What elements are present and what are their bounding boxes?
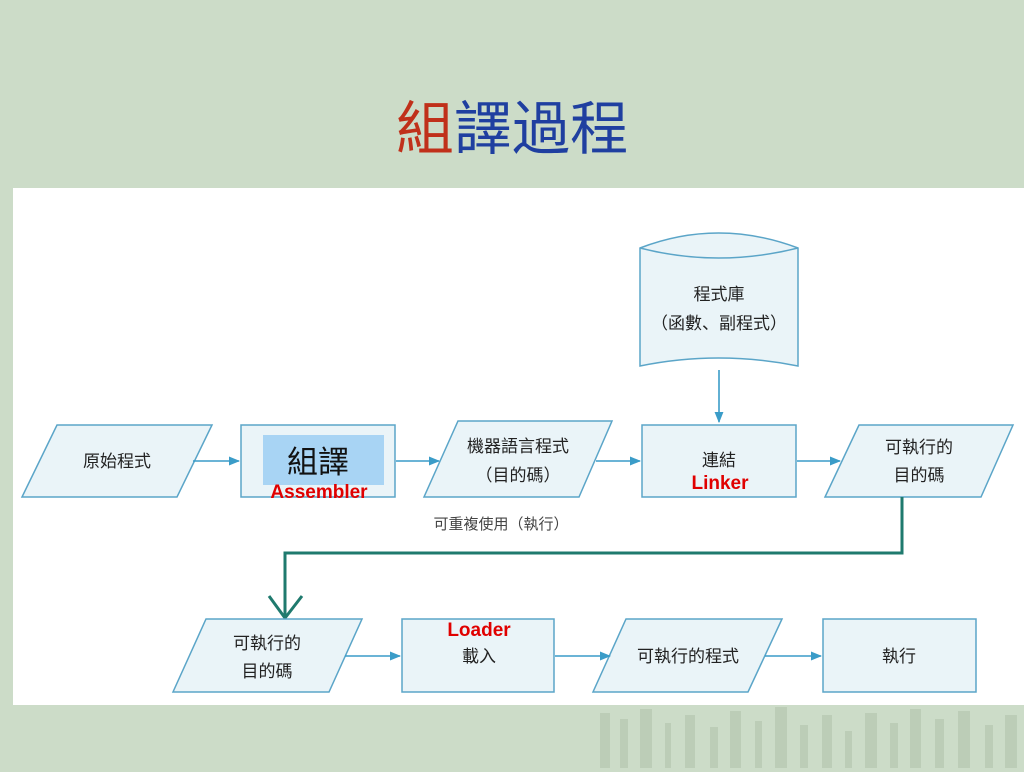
- connector-arrowhead: [267, 595, 304, 621]
- assembler-label-en: Assembler: [270, 482, 368, 503]
- assembler-label-zh: 組譯: [287, 445, 349, 481]
- loader-node: Loader 載入: [401, 618, 555, 693]
- assembler-highlight: [263, 435, 384, 485]
- executable-object-label-line2: 目的碼: [894, 466, 945, 486]
- flow-diagram: 程式庫 （函數、副程式） 原始程式 組譯 Assembler 機器語言程式 （目…: [20, 232, 1015, 693]
- object-code-label-line1: 機器語言程式: [467, 437, 569, 457]
- source-program-node: 原始程式: [20, 424, 214, 498]
- library-node: 程式庫 （函數、副程式）: [639, 232, 799, 367]
- diagram-panel: 程式庫 （函數、副程式） 原始程式 組譯 Assembler 機器語言程式 （目…: [13, 188, 1024, 705]
- title-part-1: 組: [395, 94, 454, 163]
- executable-object-node: 可執行的 目的碼: [823, 424, 1015, 498]
- library-label-line2: （函數、副程式）: [651, 314, 787, 334]
- linker-node: 連結 Linker: [641, 424, 797, 498]
- source-program-label: 原始程式: [83, 452, 151, 472]
- executable-object-label-line1: 可執行的: [885, 438, 953, 458]
- assembler-node: 組譯 Assembler: [240, 424, 396, 503]
- executable-program-node: 可執行的程式: [591, 618, 784, 693]
- object-code-node: 機器語言程式 （目的碼）: [422, 420, 614, 498]
- execute-node: 執行: [822, 618, 977, 693]
- loop-connector: [267, 497, 904, 621]
- executable-object-2-label-line2: 目的碼: [242, 662, 293, 682]
- title-part-2: 譯過程: [454, 94, 629, 163]
- decorative-pattern: [600, 707, 1017, 768]
- loader-label-en: Loader: [447, 620, 511, 641]
- object-code-label-line2: （目的碼）: [476, 466, 561, 486]
- linker-label-en: Linker: [691, 473, 749, 494]
- slide-title: 組譯過程: [0, 89, 1024, 169]
- bottom-decoration: [0, 705, 1024, 768]
- executable-object-2-label-line1: 可執行的: [233, 634, 301, 654]
- executable-program-label: 可執行的程式: [637, 647, 739, 667]
- linker-label-zh: 連結: [702, 451, 736, 471]
- reuse-note: 可重複使用（執行）: [433, 515, 568, 533]
- library-label-line1: 程式庫: [694, 285, 745, 305]
- loader-label-zh: 載入: [462, 647, 496, 667]
- executable-object-node-2: 可執行的 目的碼: [171, 618, 364, 693]
- execute-label: 執行: [882, 647, 916, 667]
